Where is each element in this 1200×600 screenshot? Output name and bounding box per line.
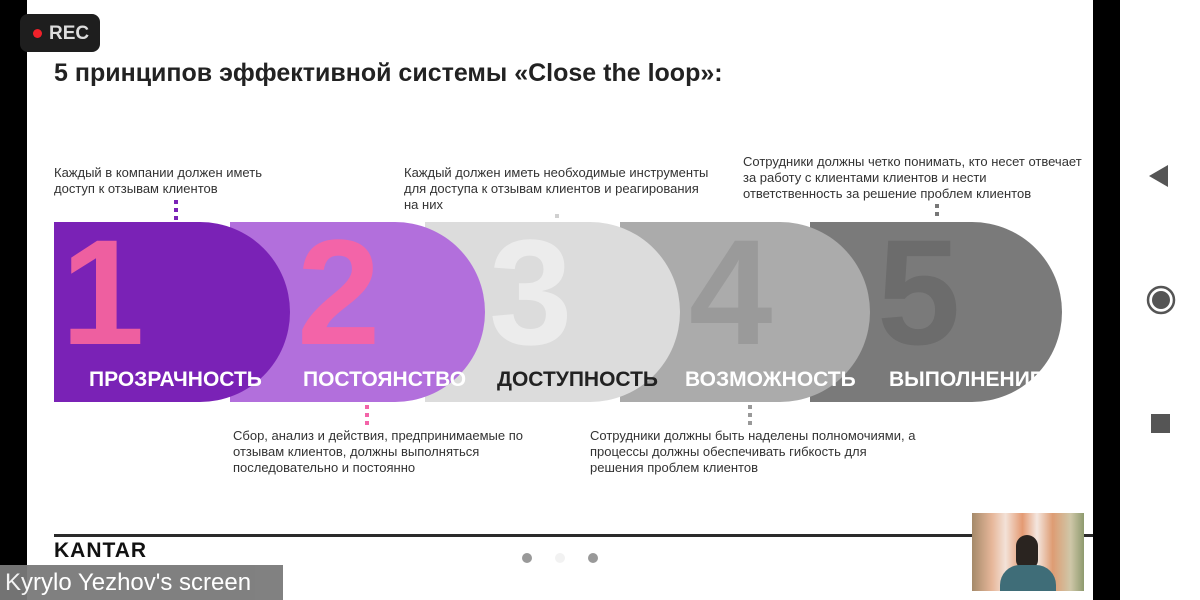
pagination-dot-active[interactable] [555,553,565,563]
pagination-dot[interactable] [588,553,598,563]
android-nav-bar [1120,0,1200,600]
principle-2-description: Сбор, анализ и действия, предпринимаемые… [233,428,523,475]
record-dot-icon [33,29,42,38]
principle-number: 1 [61,208,145,376]
slide: 5 принципов эффективной системы «Close t… [27,0,1093,600]
principle-4-description: Сотрудники должны быть наделены полномоч… [590,428,916,475]
connector-5 [935,204,939,220]
back-icon[interactable] [1148,164,1170,188]
person-head [1016,535,1038,569]
principle-label: ДОСТУПНОСТЬ [497,368,658,391]
brand-logo: KANTAR [54,539,148,562]
home-icon[interactable] [1145,284,1177,316]
principle-3-description: Каждый должен иметь необходимые инструме… [404,165,709,212]
footer-divider [54,534,1093,537]
presenter-name: Kyrylo Yezhov's screen [5,569,252,596]
connector-1 [174,200,178,220]
connector-4 [748,405,752,425]
principle-5-description: Сотрудники должны четко понимать, кто не… [743,154,1082,201]
connector-3 [555,214,559,222]
principle-label: ВОЗМОЖНОСТЬ [685,368,856,391]
principle-number: 4 [689,208,773,376]
principle-label: ВЫПОЛНЕНИЕ [889,368,1044,391]
connector-2 [365,405,369,425]
principle-label: ПРОЗРАЧНОСТЬ [89,368,262,391]
recording-label: REC [49,23,90,44]
recents-icon[interactable] [1151,414,1170,433]
slide-title: 5 принципов эффективной системы «Close t… [54,59,723,87]
recording-indicator: REC [20,14,100,52]
principle-number: 2 [297,208,381,376]
principle-1-description: Каждый в компании должен иметь доступ к … [54,165,262,196]
principle-number: 5 [877,208,961,376]
principle-label: ПОСТОЯНСТВО [303,368,467,391]
principle-number: 3 [489,208,573,376]
pagination-dot[interactable] [522,553,532,563]
left-letterbox [0,0,27,600]
presenter-video-thumbnail[interactable] [972,513,1084,591]
presenter-screen-label: Kyrylo Yezhov's screen [0,565,283,600]
principle-1-segment [54,222,290,402]
person-body [1000,565,1056,591]
right-letterbox [1093,0,1120,600]
